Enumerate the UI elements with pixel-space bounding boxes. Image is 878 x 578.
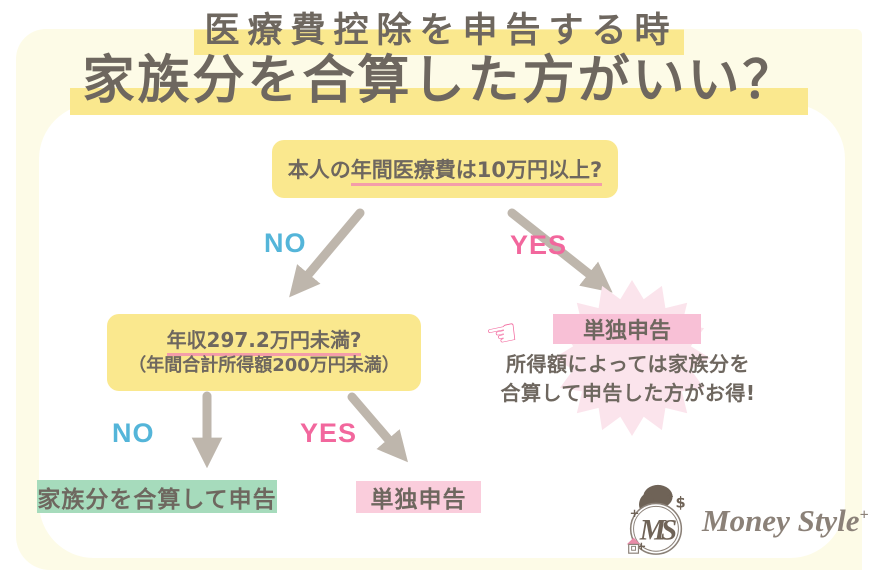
question-1-underlined: 年間医療費は10万円以上? <box>350 158 603 186</box>
logo-sparkle-3: + <box>637 539 647 553</box>
logo-house-roof-icon <box>626 537 641 545</box>
logo-house-body-icon <box>628 543 640 554</box>
question-1-prefix: 本人の <box>287 158 351 182</box>
yes-branch-note-line1: 所得額によっては家族分を <box>506 352 750 376</box>
label-yes-1: YES <box>510 230 568 260</box>
title-kicker: 医療費控除を申告する時 <box>0 10 878 55</box>
logo-sparkle-2: + <box>666 492 674 503</box>
logo-ring-outer <box>629 502 683 555</box>
logo-wordmark: Money Style+ <box>702 503 869 539</box>
logo-dollar-icon: $ <box>676 494 686 511</box>
label-yes-2: YES <box>300 418 358 448</box>
logo-wordmark-text: Money Style <box>702 503 860 538</box>
logo-emblem: MS $ + + + <box>626 484 686 555</box>
logo-sparkle-1: + <box>630 506 640 520</box>
question-1-text: 本人の年間医療費は10万円以上? <box>287 154 603 186</box>
logo-wordmark-plus: + <box>859 506 869 524</box>
question-2-line1: 年収297.2万円未満? <box>166 327 362 356</box>
result-single-filing: 単独申告 <box>356 481 481 513</box>
logo-ring-inner <box>633 505 679 552</box>
question-2-underlined: 年収297.2万円未満? <box>166 327 362 356</box>
result-combine-family: 家族分を合算して申告 <box>37 480 277 513</box>
single-filing-badge: 単独申告 <box>553 314 701 344</box>
money-style-logo: MS $ + + + Money Style+ <box>616 482 869 560</box>
label-no-1: NO <box>264 228 307 258</box>
question-box-income: 年収297.2万円未満? （年間合計所得額200万円未満） <box>107 314 421 391</box>
logo-house-window-icon <box>631 545 637 551</box>
yes-branch-note-line2: 合算して申告した方がお得! <box>500 381 756 405</box>
title-kicker-text: 医療費控除を申告する時 <box>194 11 684 55</box>
label-no-2: NO <box>112 418 155 448</box>
question-box-medical-expense: 本人の年間医療費は10万円以上? <box>272 140 618 198</box>
question-2-line2: （年間合計所得額200万円未満） <box>128 354 400 376</box>
page-title-text: 家族分を合算した方がいい？ <box>70 51 808 115</box>
page-title: 家族分を合算した方がいい？ <box>0 51 878 115</box>
